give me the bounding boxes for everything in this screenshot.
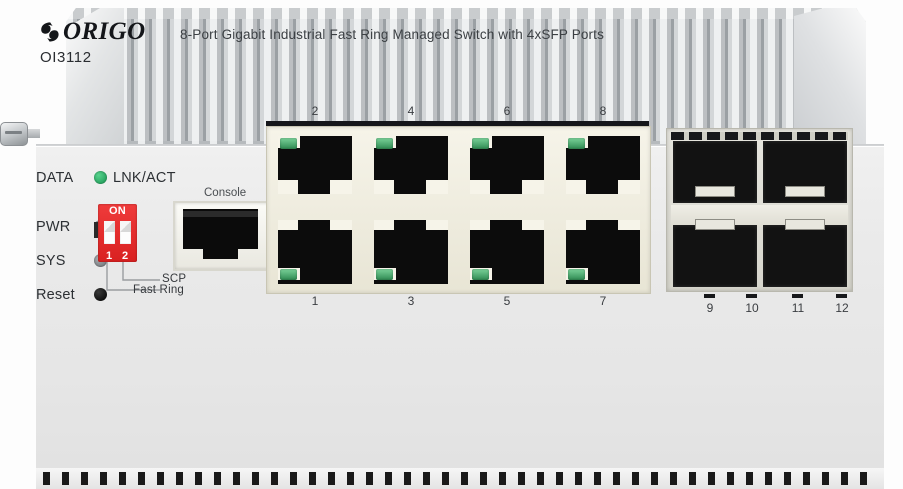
rj45-port-6[interactable]: [466, 132, 548, 204]
model-number: OI3112: [40, 49, 92, 66]
heatsink-top-notches: [66, 8, 866, 19]
dip-number-1: 1: [106, 250, 113, 262]
dip-slider-1[interactable]: [104, 221, 115, 244]
sys-label: SYS: [36, 252, 66, 269]
callout-fast-ring-label: Fast Ring: [133, 284, 185, 296]
reset-label: Reset: [36, 286, 75, 303]
rj45-label-4: 4: [407, 104, 415, 118]
lnk-act-led-icon: [94, 171, 107, 184]
indicator-row-data: DATA LNK/ACT: [36, 164, 176, 191]
dip-switch[interactable]: ON 1 2: [94, 204, 137, 262]
sfp-port-block: [666, 128, 853, 292]
lnk-act-label: LNK/ACT: [113, 169, 176, 186]
sfp-label-12: 12: [835, 301, 849, 315]
reset-button[interactable]: [94, 288, 107, 301]
rj45-port-7[interactable]: [562, 216, 644, 288]
origo-logo-icon: [38, 20, 62, 44]
rj45-port-1[interactable]: [274, 216, 356, 288]
branding: ORIGO OI3112: [38, 18, 146, 66]
console-port[interactable]: [173, 201, 272, 271]
vent-slots: [43, 472, 879, 485]
rj45-port-8[interactable]: [562, 132, 644, 204]
dip-on-label: ON: [108, 205, 127, 217]
dip-slider-2[interactable]: [120, 221, 131, 244]
bottom-vent-strip: [36, 468, 884, 489]
pwr-label: PWR: [36, 218, 71, 235]
sfp-label-9: 9: [706, 301, 714, 315]
rj45-label-8: 8: [599, 104, 607, 118]
rj45-port-2[interactable]: [274, 132, 356, 204]
sfp-port-12[interactable]: [763, 225, 847, 287]
dip-callout-lines: [106, 262, 160, 291]
rj45-top-shield: [266, 121, 649, 127]
product-tagline: 8-Port Gigabit Industrial Fast Ring Mana…: [180, 27, 604, 42]
rj45-port-4[interactable]: [370, 132, 452, 204]
sfp-port-10[interactable]: [673, 225, 757, 287]
switch-chassis: ORIGO OI3112 8-Port Gigabit Industrial F…: [0, 4, 885, 489]
sfp-tick-10: [746, 294, 757, 298]
mounting-screw-icon: [0, 122, 40, 146]
sfp-tick-11: [792, 294, 803, 298]
sfp-tick-12: [836, 294, 847, 298]
dip-number-2: 2: [122, 250, 129, 262]
sfp-latch-10[interactable]: [695, 219, 735, 230]
data-label: DATA: [36, 169, 74, 186]
sfp-latch-9[interactable]: [695, 186, 735, 197]
rj45-label-1: 1: [311, 294, 319, 308]
sfp-tick-9: [704, 294, 715, 298]
callout-scp-label: SCP: [162, 273, 187, 285]
rj45-label-7: 7: [599, 294, 607, 308]
sfp-label-10: 10: [745, 301, 759, 315]
sfp-top-shield: [671, 132, 848, 140]
brand-name: ORIGO: [63, 18, 146, 45]
rj45-port-5[interactable]: [466, 216, 548, 288]
heatsink-left-bevel: [66, 8, 124, 153]
sfp-latch-12[interactable]: [785, 219, 825, 230]
heatsink: [66, 8, 866, 153]
dip-switch-tab: [94, 222, 98, 238]
console-label: Console: [204, 187, 247, 199]
rj45-label-3: 3: [407, 294, 415, 308]
rj45-label-2: 2: [311, 104, 319, 118]
rj45-port-3[interactable]: [370, 216, 452, 288]
rj45-label-6: 6: [503, 104, 511, 118]
rj45-label-5: 5: [503, 294, 511, 308]
indicator-row-reset[interactable]: Reset: [36, 281, 176, 308]
sfp-label-11: 11: [791, 301, 805, 315]
sfp-latch-11[interactable]: [785, 186, 825, 197]
